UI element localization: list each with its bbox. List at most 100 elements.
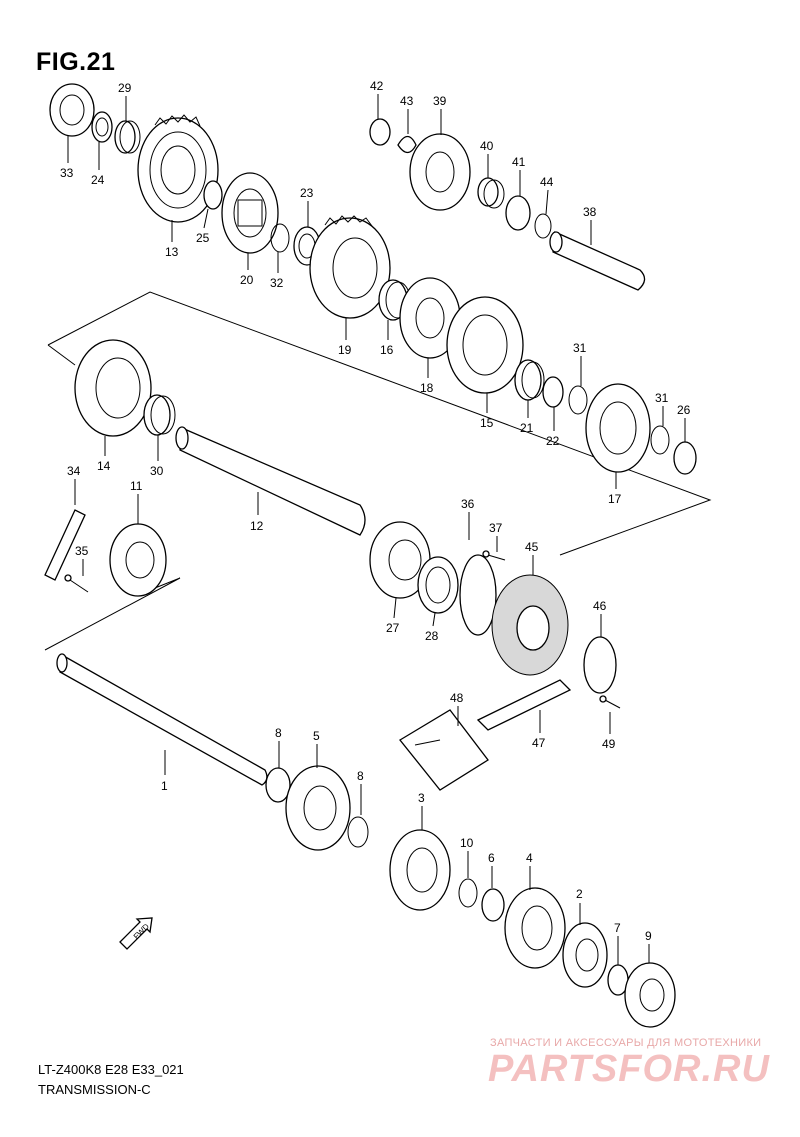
part-40-bushing bbox=[477, 177, 505, 209]
callout-31-a: 31 bbox=[573, 341, 587, 355]
callout-35: 35 bbox=[75, 544, 89, 558]
part-47-chain bbox=[476, 679, 572, 731]
part-3-gear bbox=[389, 829, 451, 911]
callout-16: 16 bbox=[380, 343, 394, 357]
part-46-plate bbox=[583, 636, 617, 694]
callout-40: 40 bbox=[480, 139, 494, 153]
part-43-washer bbox=[397, 135, 417, 154]
callout-10: 10 bbox=[460, 836, 474, 850]
part-2-gear bbox=[562, 922, 608, 988]
callout-45: 45 bbox=[525, 540, 539, 554]
callout-25: 25 bbox=[196, 231, 210, 245]
part-34-plate bbox=[44, 509, 86, 581]
part-29-bushing bbox=[114, 120, 141, 154]
callout-5: 5 bbox=[313, 729, 320, 743]
callout-17: 17 bbox=[608, 492, 622, 506]
callout-33: 33 bbox=[60, 166, 74, 180]
part-44-circlip bbox=[534, 213, 552, 239]
part-38-shaft bbox=[549, 231, 646, 291]
part-20-gear bbox=[221, 172, 279, 254]
part-33-bearing bbox=[49, 83, 95, 137]
part-27-bearing bbox=[369, 521, 431, 599]
part-22-washer bbox=[542, 376, 564, 408]
part-12-countershaft bbox=[175, 426, 366, 536]
callout-18: 18 bbox=[420, 381, 434, 395]
part-9-bearing bbox=[624, 962, 676, 1028]
part-14-gear bbox=[74, 339, 152, 437]
callout-37: 37 bbox=[489, 521, 503, 535]
callout-44: 44 bbox=[540, 175, 554, 189]
callout-29: 29 bbox=[118, 81, 132, 95]
callout-21: 21 bbox=[520, 421, 534, 435]
callout-8-b: 8 bbox=[357, 769, 364, 783]
callout-26: 26 bbox=[677, 403, 691, 417]
part-1-driveshaft bbox=[56, 653, 268, 786]
part-30-bushing bbox=[143, 394, 176, 436]
callout-47: 47 bbox=[532, 736, 546, 750]
part-41-washer bbox=[505, 195, 531, 231]
part-26-washer bbox=[673, 441, 697, 475]
part-45-sprocket bbox=[491, 574, 569, 676]
callout-labels: 1 2 3 4 5 6 7 8 8 9 10 11 12 13 14 15 16… bbox=[60, 79, 691, 965]
part-11-bearing bbox=[109, 523, 167, 597]
callout-32: 32 bbox=[270, 276, 284, 290]
driveshaft-group-frame bbox=[44, 577, 181, 651]
diagram-name: TRANSMISSION-C bbox=[38, 1082, 151, 1097]
part-35-screw bbox=[64, 574, 89, 593]
part-28-seal bbox=[417, 556, 459, 614]
callout-8-a: 8 bbox=[275, 726, 282, 740]
callout-36: 36 bbox=[461, 497, 475, 511]
callout-41: 41 bbox=[512, 155, 526, 169]
callout-28: 28 bbox=[425, 629, 439, 643]
part-15-gear bbox=[446, 296, 524, 394]
part-19-gear bbox=[309, 215, 391, 319]
part-10-circlip bbox=[458, 878, 478, 908]
callout-42: 42 bbox=[370, 79, 384, 93]
callout-22: 22 bbox=[546, 434, 560, 448]
part-49-bolt bbox=[599, 695, 621, 709]
watermark-logo: PARTSFOR.RU bbox=[488, 1048, 770, 1090]
callout-7: 7 bbox=[614, 921, 621, 935]
callout-31-b: 31 bbox=[655, 391, 669, 405]
part-25-washer bbox=[203, 180, 223, 210]
part-21-bearing bbox=[514, 359, 545, 401]
callout-13: 13 bbox=[165, 245, 179, 259]
callout-27: 27 bbox=[386, 621, 400, 635]
callout-1: 1 bbox=[161, 779, 168, 793]
callout-46: 46 bbox=[593, 599, 607, 613]
callout-4: 4 bbox=[526, 851, 533, 865]
part-31-circlip-a bbox=[568, 385, 588, 415]
callout-20: 20 bbox=[240, 273, 254, 287]
part-6-washer bbox=[481, 888, 505, 922]
part-24-washer bbox=[91, 111, 113, 143]
figure-title: FIG.21 bbox=[36, 48, 116, 76]
callout-48: 48 bbox=[450, 691, 464, 705]
fwd-arrow-icon: FWD bbox=[119, 917, 153, 950]
part-36-plate bbox=[459, 554, 497, 636]
callout-34: 34 bbox=[67, 464, 81, 478]
part-32-circlip bbox=[270, 223, 290, 253]
countershaft-group-frame bbox=[47, 291, 712, 556]
part-5-gear bbox=[285, 765, 351, 851]
part-31-circlip-b bbox=[650, 425, 670, 455]
callout-19: 19 bbox=[338, 343, 352, 357]
callout-24: 24 bbox=[91, 173, 105, 187]
part-37-bolt bbox=[482, 550, 506, 561]
callout-11: 11 bbox=[130, 479, 143, 493]
callout-49: 49 bbox=[602, 737, 616, 751]
part-8-circlip-a bbox=[265, 767, 291, 803]
part-13-gear bbox=[137, 114, 219, 223]
watermark-caption: ЗАПЧАСТИ И АКСЕССУАРЫ ДЛЯ МОТОТЕХНИКИ bbox=[490, 1037, 762, 1049]
callout-14: 14 bbox=[97, 459, 111, 473]
callout-15: 15 bbox=[480, 416, 494, 430]
part-17-gear bbox=[585, 383, 651, 473]
callout-3: 3 bbox=[418, 791, 425, 805]
callout-2: 2 bbox=[576, 887, 583, 901]
model-code: LT-Z400K8 E28 E33_021 bbox=[38, 1062, 184, 1077]
part-42-washer bbox=[369, 118, 391, 146]
part-39-gear bbox=[409, 133, 471, 211]
callout-30: 30 bbox=[150, 464, 164, 478]
part-8-circlip-b bbox=[347, 816, 369, 848]
callout-9: 9 bbox=[645, 929, 652, 943]
